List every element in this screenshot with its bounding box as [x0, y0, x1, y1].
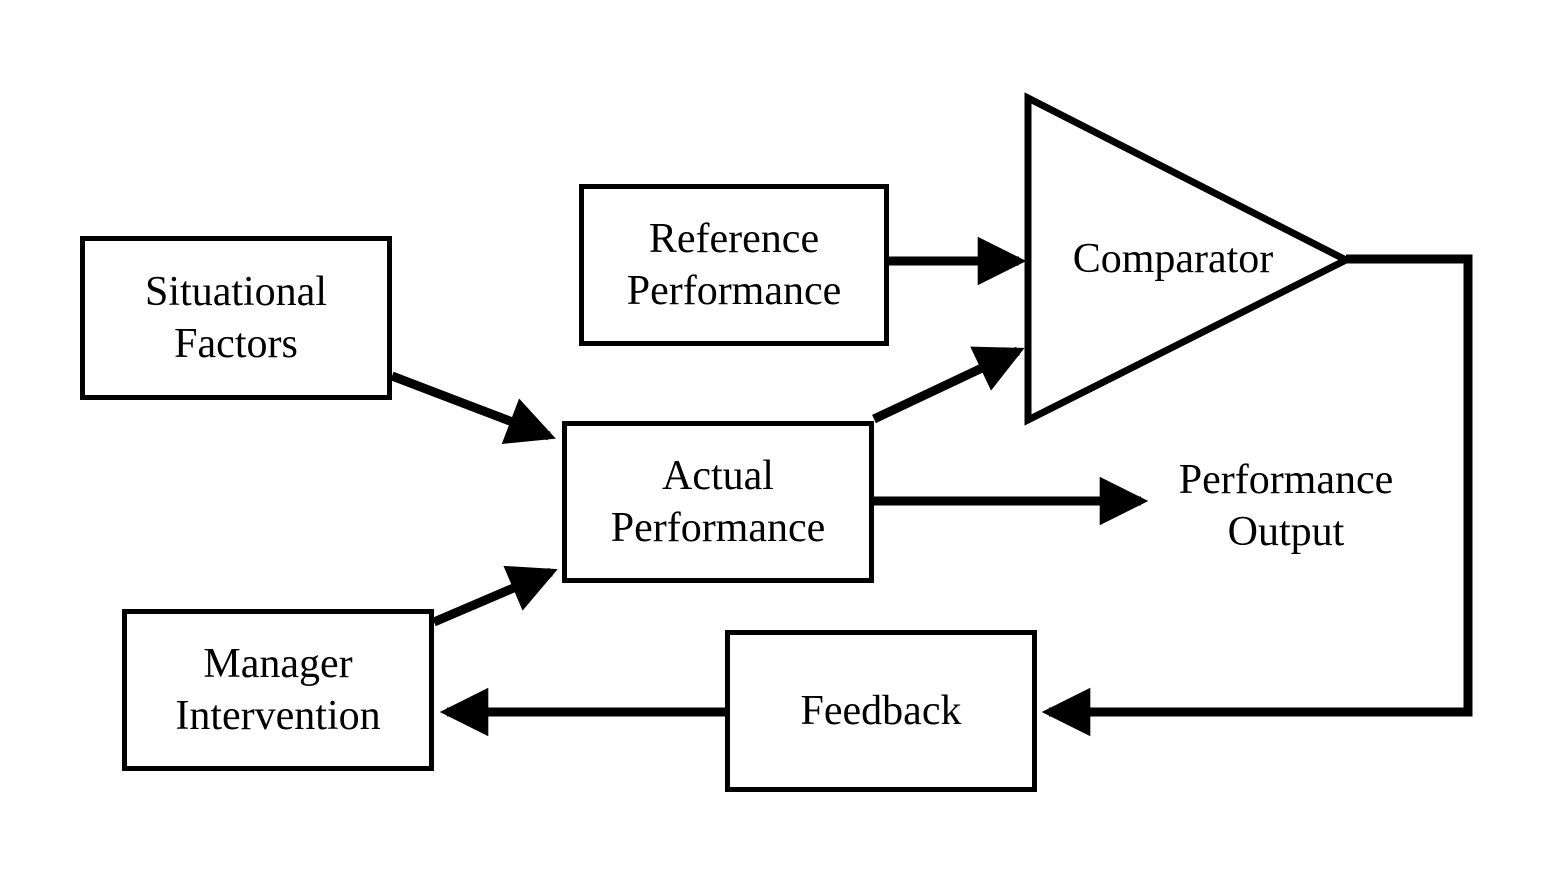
- comparator-triangle-shape: [1024, 92, 1354, 426]
- node-feedback: Feedback: [725, 630, 1037, 792]
- performance-output-label: Performance Output: [1178, 457, 1394, 555]
- comparator-label: Comparator: [1072, 236, 1274, 282]
- node-manager-intervention: Manager Intervention: [122, 609, 434, 771]
- edge-situational-to-actual: [390, 371, 556, 444]
- node-actual-performance: Actual Performance: [562, 421, 874, 583]
- actual-performance-label: Actual Performance: [610, 453, 826, 551]
- edge-manager-to-actual: [432, 565, 558, 627]
- situational-factors-label: Situational Factors: [145, 269, 327, 367]
- edge-comparator-to-feedback: [1041, 254, 1473, 737]
- node-situational-factors: Situational Factors: [80, 236, 392, 400]
- reference-performance-label: Reference Performance: [626, 216, 842, 314]
- node-reference-performance: Reference Performance: [579, 184, 889, 346]
- feedback-label: Feedback: [800, 688, 962, 734]
- edge-actual-to-comparator: [872, 346, 1025, 424]
- manager-intervention-label: Manager Intervention: [175, 641, 381, 739]
